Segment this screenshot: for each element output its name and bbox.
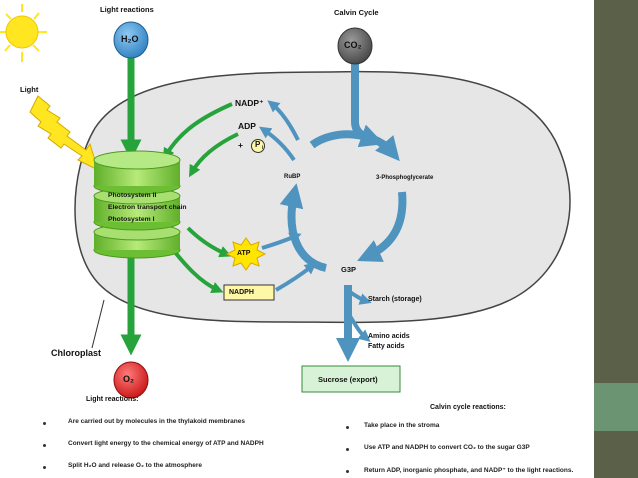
calvin-bullet-1: Take place in the stroma [364, 422, 440, 429]
calvin-reactions-heading: Calvin cycle reactions: [430, 404, 506, 411]
chloroplast-pointer [91, 299, 105, 349]
pi-label: P [255, 140, 261, 149]
bullet-dot [346, 470, 349, 473]
nadp-return-arrow [162, 102, 233, 161]
rubp-label: RuBP [284, 174, 301, 180]
bullet-dot [346, 448, 349, 451]
light-label: Light [20, 85, 39, 94]
light-bullet-3: Split H₂O and release O₂ to the atmosphe… [68, 462, 203, 469]
fatty-acids-label: Fatty acids [368, 343, 405, 350]
thylakoid-stack [93, 150, 181, 259]
starch-branch-arrow [348, 290, 372, 305]
atp-to-cycle-arrow [261, 232, 302, 250]
cycle-to-3pg-arrow [309, 130, 400, 162]
amino-acids-label: Amino acids [368, 333, 410, 340]
bullet-dot [346, 426, 349, 429]
light-bullet-1: Are carried out by molecules in the thyl… [68, 418, 245, 425]
sucrose-label: Sucrose (export) [318, 375, 378, 384]
lightning-icon [29, 95, 99, 171]
sun-icon [0, 4, 47, 62]
3-phosphoglycerate-label: 3-Phosphoglycerate [376, 175, 434, 181]
starch-label: Starch (storage) [368, 296, 422, 303]
3pg-to-g3p-arrow [357, 191, 407, 262]
adp-return-arrow [189, 132, 239, 178]
light-reactions-title: Light reactions [100, 5, 154, 14]
chloroplast-body [74, 70, 571, 324]
nadp-label: NADP⁺ [235, 98, 264, 108]
to-nadp-arrow [267, 100, 300, 141]
calvin-bullet-3: Return ADP, inorganic phosphate, and NAD… [364, 467, 574, 474]
o2-label: O₂ [123, 374, 134, 384]
calvin-bullet-2: Use ATP and NADPH to convert CO₂ to the … [364, 444, 530, 451]
nadph-box [223, 284, 275, 301]
atp-label: ATP [237, 250, 251, 257]
phosphate-icon [251, 139, 265, 153]
light-bullet-2: Convert light energy to the chemical ene… [68, 440, 264, 447]
chloroplast-label: Chloroplast [51, 348, 102, 358]
nadph-to-cycle-arrow [275, 262, 317, 292]
co2-molecule [337, 27, 373, 65]
plus-label: + [238, 140, 243, 150]
g3p-label: G3P [341, 265, 357, 274]
bullet-dot [43, 422, 46, 425]
to-adp-arrow [259, 126, 296, 162]
h2o-molecule [113, 21, 149, 59]
bullet-dot [43, 466, 46, 469]
photosystem-ii-label: Photosystem II [108, 192, 157, 199]
pi-subscript: i [262, 145, 264, 151]
atp-starburst-icon [225, 237, 267, 271]
nadph-label: NADPH [229, 289, 254, 296]
atp-production-arrow [186, 226, 232, 258]
o2-molecule [113, 361, 149, 399]
light-reactions-heading: Light reactions: [86, 396, 139, 403]
electron-transport-chain-label: Electron transport chain [108, 204, 187, 211]
adp-label: ADP [238, 121, 256, 131]
photosystem-i-label: Photosystem I [108, 216, 155, 223]
co2-label: CO₂ [344, 40, 362, 50]
h2o-label: H₂O [121, 34, 139, 44]
bullet-dot [43, 444, 46, 447]
side-panel-accent [594, 383, 638, 431]
amino-branch-arrow [348, 314, 371, 342]
sucrose-box [301, 365, 401, 393]
calvin-cycle-title: Calvin Cycle [334, 8, 379, 17]
